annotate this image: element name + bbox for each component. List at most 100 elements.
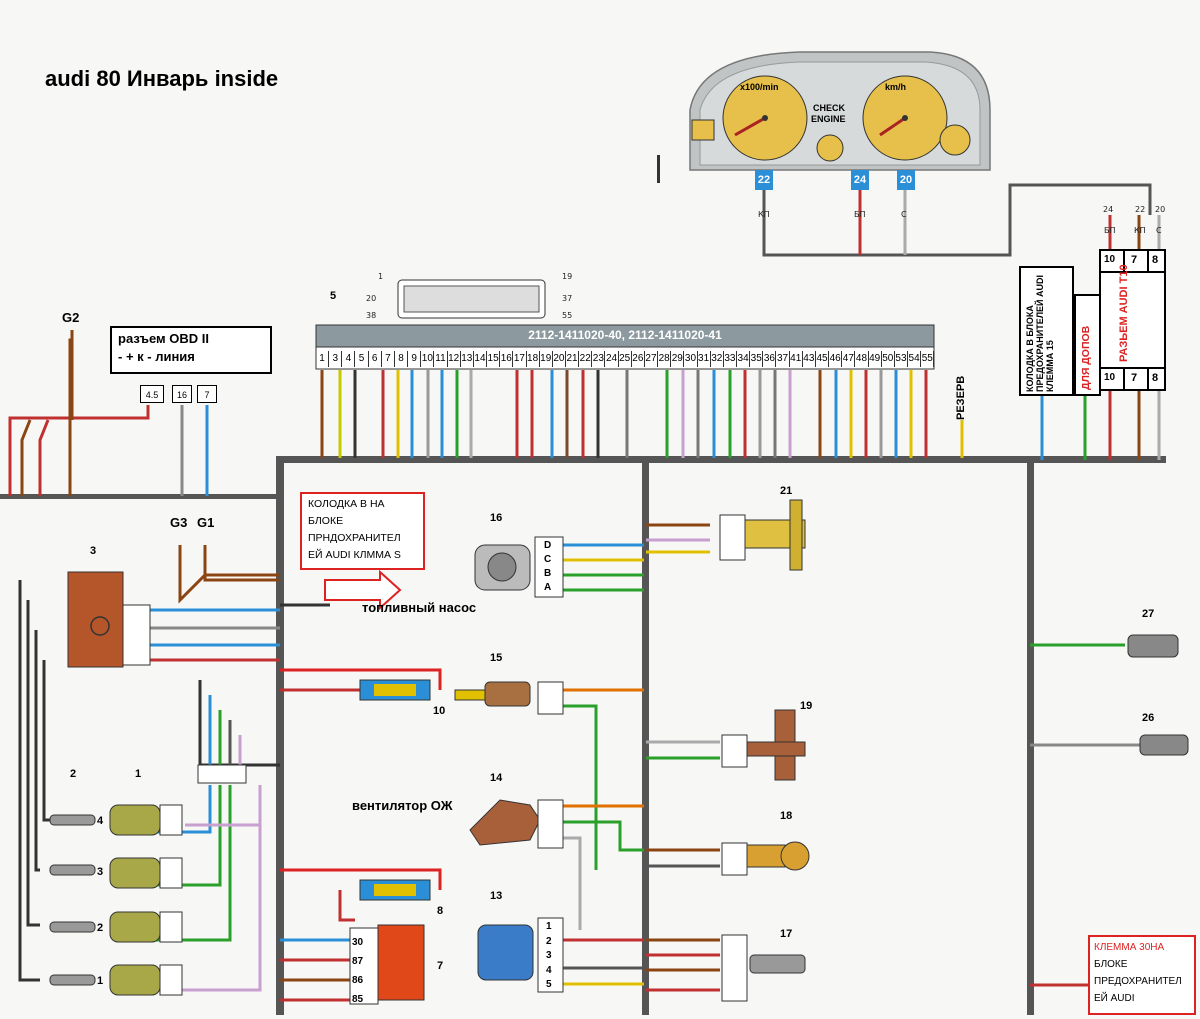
sensor-16 <box>474 536 564 598</box>
ground-g2: G2 <box>62 310 80 325</box>
t10-pin-top-8: 8 <box>1152 254 1159 266</box>
ecu-pin-35: 35 <box>750 351 764 367</box>
ecu-pin-12: 12 <box>448 351 461 367</box>
sensor16-pin-c: C <box>544 554 552 565</box>
t10-wire-color-kp: КП <box>1134 226 1146 235</box>
ecu-pin-36: 36 <box>763 351 777 367</box>
sensor-15 <box>454 681 564 715</box>
ecu-pin-25: 25 <box>619 351 632 367</box>
check-label: CHECK <box>813 103 846 113</box>
note-30-line3: ПРЕДОХРАНИТЕЛ <box>1094 976 1182 987</box>
terminal30-note: КЛЕММА 30НА БЛОКЕ ПРЕДОХРАНИТЕЛ ЕЙ AUDI <box>1088 935 1196 1015</box>
t10-connector-box <box>1099 249 1166 391</box>
obd-signs: - + к - линия <box>118 349 195 364</box>
component-19: 19 <box>800 700 813 712</box>
ignition-module-connector <box>122 604 151 666</box>
component-2: 2 <box>70 768 77 780</box>
ecu-pin-53: 53 <box>895 351 909 367</box>
injectors <box>109 804 161 996</box>
ecu-pin-26: 26 <box>632 351 645 367</box>
sensor13-pin-1: 1 <box>546 921 552 932</box>
component-1: 1 <box>135 768 142 780</box>
sensor16-pin-b: B <box>544 568 552 579</box>
ecu-pin-23: 23 <box>592 351 606 367</box>
note-30-line1: КЛЕММА 30НА <box>1094 942 1165 953</box>
sensor13-pin-3: 3 <box>546 950 552 961</box>
ecu-pin-54: 54 <box>908 351 922 367</box>
ecu-pin-41: 41 <box>790 351 803 367</box>
sensor-19 <box>721 709 806 781</box>
obd-pin-4-5: 4.5 <box>140 385 164 403</box>
cluster-tag-22: 22 <box>755 170 773 190</box>
component-15: 15 <box>490 652 503 664</box>
sensor13-pin-4: 4 <box>546 964 552 976</box>
ecu-connector-icon <box>397 279 546 319</box>
t10-pin-top-10: 10 <box>1104 254 1116 265</box>
ecu-pin-30: 30 <box>684 351 698 367</box>
component-27: 27 <box>1142 608 1155 620</box>
sensor13-pin-5: 5 <box>546 979 552 990</box>
ecu-pin-24: 24 <box>605 351 619 367</box>
ecu-pin-5: 5 <box>355 351 369 367</box>
engine-label: ENGINE <box>811 114 846 124</box>
ecu-pin-27: 27 <box>645 351 659 367</box>
ecu-pin-46: 46 <box>829 351 843 367</box>
ecu-pin-17: 17 <box>513 351 527 367</box>
sensor16-pin-d: D <box>544 540 552 551</box>
ecu-pin-1: 1 <box>316 351 330 367</box>
ecu-part-numbers: 2112-1411020-40, 2112-1411020-41 <box>528 328 722 342</box>
ecu-pin-43: 43 <box>803 351 816 367</box>
ecu-pin-50: 50 <box>882 351 895 367</box>
t10-pin-top-7: 7 <box>1131 254 1138 266</box>
relay-pin-87: 87 <box>352 956 364 967</box>
spark-plug-2: 2 <box>97 922 104 934</box>
label-5: 5 <box>330 290 337 302</box>
ecu-pin-14: 14 <box>474 351 488 367</box>
ecu-pin-49: 49 <box>869 351 882 367</box>
component-21: 21 <box>780 485 793 497</box>
fuel-pump-arrow <box>324 569 402 611</box>
ecu-pin-9: 9 <box>408 351 422 367</box>
spark-plugs <box>49 814 96 986</box>
reserve-label: РЕЗЕРВ <box>955 375 967 420</box>
t10-wire-color-bp: БП <box>1104 226 1116 235</box>
ground-g1: G1 <box>197 515 215 530</box>
ecu-pin-label-1: 1 <box>378 272 384 281</box>
cluster-wire-s: С <box>901 210 907 219</box>
component-26: 26 <box>1142 712 1155 724</box>
t10-label: РАЗЬЕМ AUDI T10 <box>1118 264 1130 362</box>
ecu-pin-11: 11 <box>434 351 448 367</box>
note-s-line2: БЛОКЕ <box>308 515 344 527</box>
spark-plug-3: 3 <box>97 866 104 878</box>
ecu-pin-28: 28 <box>658 351 672 367</box>
note-s-line1: КОЛОДКА В НА <box>308 498 385 510</box>
cluster-tag-20: 20 <box>897 170 915 190</box>
relay-pin-85: 85 <box>352 994 364 1005</box>
ecu-pin-8: 8 <box>395 351 409 367</box>
ecu-pin-32: 32 <box>711 351 724 367</box>
ecu-pin-47: 47 <box>842 351 856 367</box>
ecu-pin-6: 6 <box>369 351 382 367</box>
ground-g3: G3 <box>170 515 188 530</box>
obd-connector-box: разъем OBD II - + к - линия <box>110 326 272 374</box>
sensor16-pin-a: A <box>544 582 552 593</box>
component-3: 3 <box>90 545 97 557</box>
spark-plug-1: 1 <box>97 975 104 987</box>
t10-wire-color-s: С <box>1156 226 1162 235</box>
extras-label: ДЛЯ ДОПОВ <box>1080 325 1092 390</box>
sensor-21 <box>719 499 806 571</box>
obd-title: разъем OBD II <box>118 331 209 346</box>
tacho-label: x100/min <box>740 82 779 92</box>
component-17: 17 <box>780 928 793 940</box>
page-title: audi 80 Инварь inside <box>45 66 279 91</box>
note-30-line4: ЕЙ AUDI <box>1094 993 1135 1004</box>
ecu-pin-label-20: 20 <box>366 294 377 303</box>
ecu-pin-18: 18 <box>527 351 540 367</box>
ecu-pin-19: 19 <box>540 351 553 367</box>
component-7: 7 <box>437 960 444 972</box>
fuse-block-15-label: КОЛОДКА В БЛОКА ПРЕДОХРАНИТЕЛЕЙ AUDI КЛЕ… <box>1025 274 1055 392</box>
fan-label: вентилятор ОЖ <box>352 798 453 813</box>
